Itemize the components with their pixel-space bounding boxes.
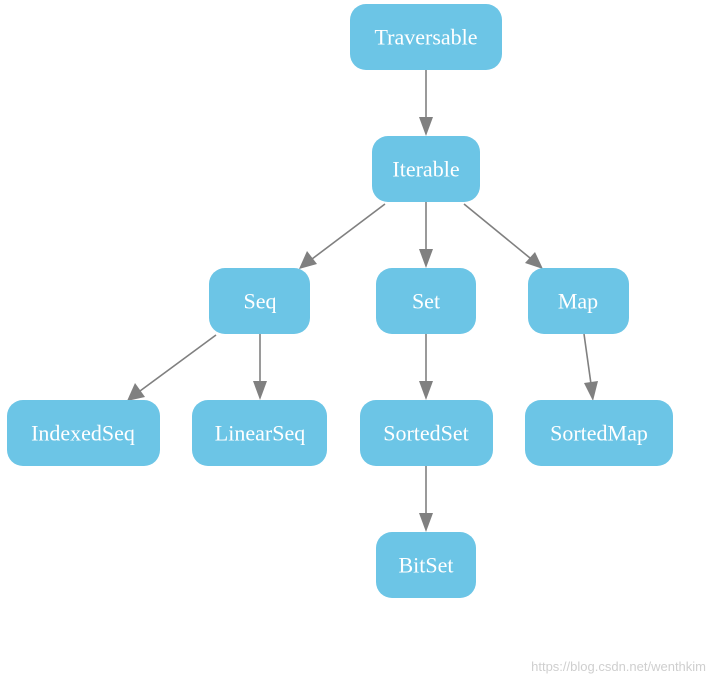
node-label-linearseq: LinearSeq [215, 421, 305, 446]
edge-iterable-set [419, 202, 433, 268]
node-indexedseq: IndexedSeq [7, 400, 160, 466]
node-iterable: Iterable [372, 136, 480, 202]
edges-group [127, 70, 598, 532]
edge-iterable-seq [299, 203, 386, 269]
node-label-traversable: Traversable [374, 25, 477, 50]
node-linearseq: LinearSeq [192, 400, 327, 466]
node-sortedmap: SortedMap [525, 400, 673, 466]
edge-sortedset-bitset [419, 466, 433, 532]
edge-set-sortedset [419, 334, 433, 400]
node-seq: Seq [209, 268, 310, 334]
edge-traversable-iterable [419, 70, 433, 136]
node-label-sortedset: SortedSet [383, 421, 469, 446]
node-label-set: Set [412, 289, 440, 314]
node-traversable: Traversable [350, 4, 502, 70]
edge-map-sortedmap [583, 333, 598, 401]
node-sortedset: SortedSet [360, 400, 493, 466]
node-label-bitset: BitSet [398, 553, 453, 578]
node-map: Map [528, 268, 629, 334]
watermark-text: https://blog.csdn.net/wenthkim [531, 659, 706, 674]
node-label-sortedmap: SortedMap [550, 421, 648, 446]
node-bitset: BitSet [376, 532, 476, 598]
node-label-map: Map [558, 289, 598, 314]
node-set: Set [376, 268, 476, 334]
node-label-seq: Seq [244, 289, 277, 314]
edge-seq-indexedseq [127, 334, 217, 401]
nodes-group: Traversable Iterable Seq Set Map Indexed… [7, 4, 673, 598]
edge-seq-linearseq [253, 334, 267, 400]
node-label-iterable: Iterable [392, 157, 459, 182]
node-label-indexedseq: IndexedSeq [31, 421, 135, 446]
edge-iterable-map [463, 203, 543, 269]
